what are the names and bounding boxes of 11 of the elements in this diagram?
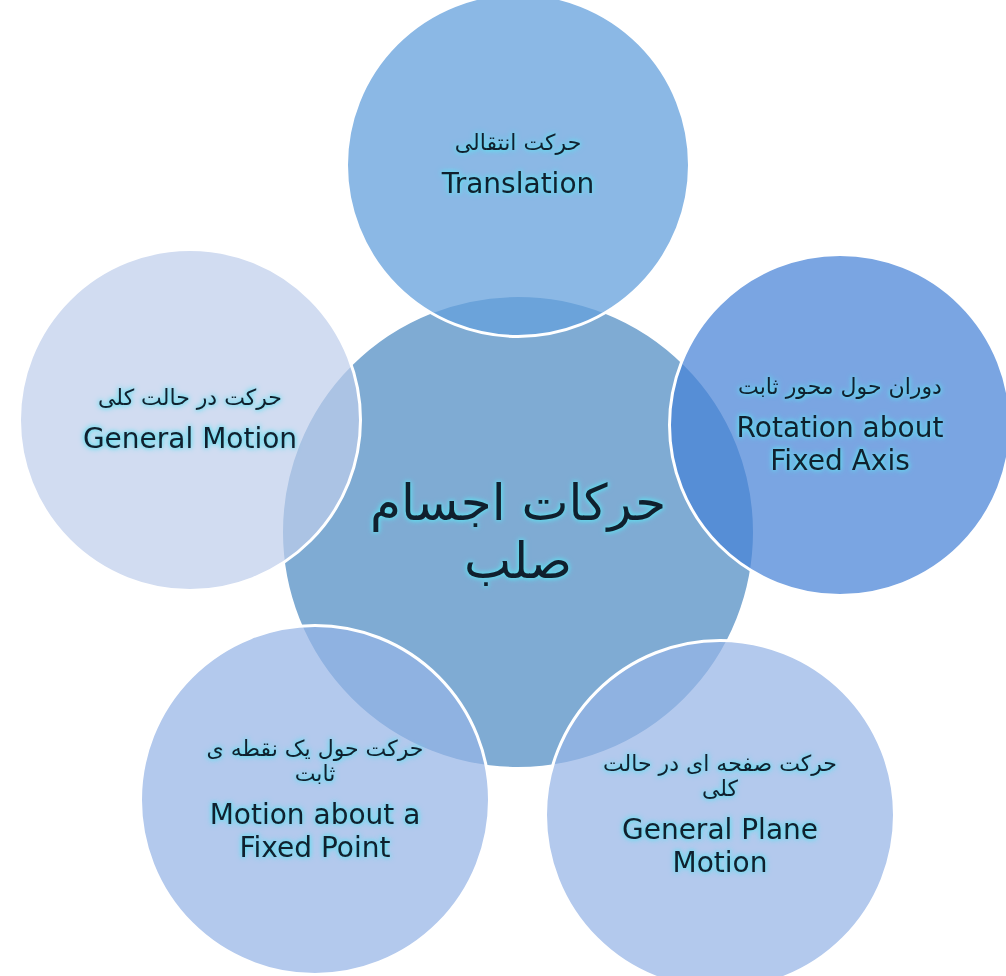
english-label: General Plane Motion: [620, 813, 819, 879]
persian-label: دوران حول محور ثابت: [738, 373, 942, 399]
english-label: General Motion: [82, 422, 298, 455]
english-label: Rotation about Fixed Axis: [735, 410, 945, 477]
persian-label: حرکت در حالت کلی: [98, 385, 282, 410]
persian-label: حرکت انتقالی: [454, 130, 582, 155]
english-label: Translation: [441, 167, 595, 200]
center-title: حرکات اجسام صلب: [368, 474, 668, 590]
persian-label: حرکت صفحه ای در حالت کلی: [602, 751, 838, 801]
persian-label: حرکت حول یک نقطه ی ثابت: [205, 736, 425, 786]
english-label: Motion about a Fixed Point: [208, 798, 422, 864]
